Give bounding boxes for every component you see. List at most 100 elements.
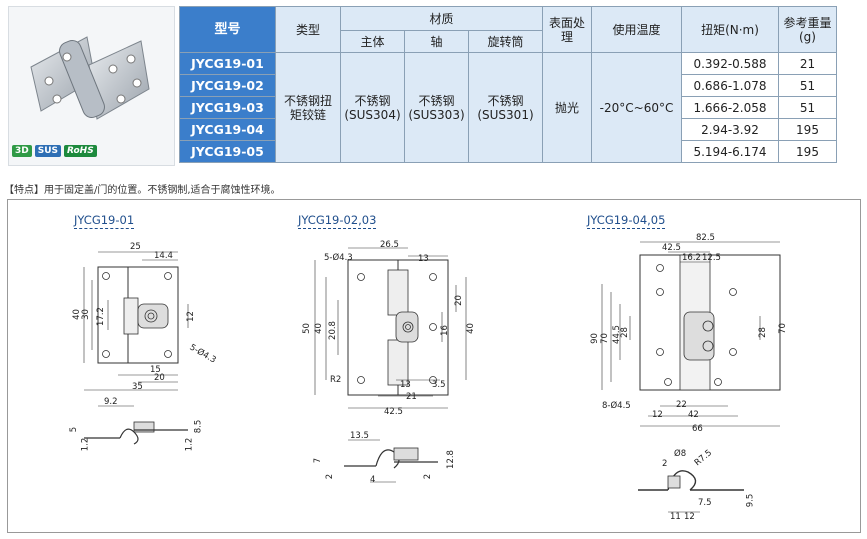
dim-label: 11 (670, 512, 681, 522)
dim-label: 40 (313, 323, 324, 334)
header-surface: 表面处理 (542, 6, 592, 53)
badge-sus: SUS (34, 145, 62, 157)
type-value: 不锈钢扭矩铰链 (275, 52, 341, 163)
dim-label: 21 (406, 392, 417, 402)
row-weight: 195 (778, 118, 837, 141)
dim-label: 90 (589, 333, 600, 344)
dim-label: 26.5 (380, 240, 399, 250)
temp-value: -20°C~60°C (591, 52, 682, 163)
dim-label: 20 (154, 373, 165, 383)
dim-label: R2 (330, 375, 342, 385)
dim-label: 16 (439, 325, 450, 336)
dim-label: 12.5 (702, 253, 721, 263)
dim-label: 70 (599, 333, 610, 344)
dim-label: 8-Ø4.5 (602, 401, 631, 411)
dim-label: 20 (453, 295, 464, 306)
row-torque: 5.194-6.174 (681, 140, 779, 163)
dim-label: 3.5 (432, 380, 446, 390)
row-torque: 0.392-0.588 (681, 52, 779, 75)
dim-label: 42.5 (384, 407, 403, 417)
dim-label: 82.5 (696, 233, 715, 243)
dim-label: 35 (132, 382, 143, 392)
dim-label: 9.2 (104, 397, 118, 407)
dim-label: 16.2 (682, 253, 701, 263)
header-sleeve: 旋转筒 (468, 30, 543, 53)
dim-label: 4 (370, 475, 376, 485)
drawing-3-front-view (601, 241, 781, 427)
badge-3d: 3D (12, 145, 32, 157)
header-torque: 扭矩(N·m) (681, 6, 779, 53)
dim-label: 9.5 (745, 493, 756, 508)
certification-badges: 3D SUS RoHS (12, 145, 97, 157)
header-body: 主体 (340, 30, 405, 53)
dim-label: 70 (777, 323, 788, 334)
shaft-value: 不锈钢(SUS303) (404, 52, 469, 163)
dim-label: 22 (676, 400, 687, 410)
header-model: 型号 (179, 6, 276, 53)
drawings-svg (83, 241, 781, 513)
drawing-3-side-view (638, 470, 744, 513)
header-material: 材质 (340, 6, 543, 31)
dim-label: 13 (400, 380, 411, 390)
dim-label: 15 (150, 365, 161, 375)
drawing-label-3: JYCG19-04,05 (587, 213, 666, 229)
dim-label: 42 (688, 410, 699, 420)
drawing-1-front-view (83, 251, 189, 391)
drawing-1-side-view (84, 405, 188, 445)
badge-rohs: RoHS (64, 145, 97, 157)
header-shaft: 轴 (404, 30, 469, 53)
technical-drawings-panel: JYCG19-01 JYCG19-02,03 JYCG19-04,05 25 1… (7, 199, 861, 533)
product-photo (8, 6, 175, 166)
header-type: 类型 (275, 6, 341, 53)
dim-label: 5 (69, 426, 80, 433)
row-weight: 21 (778, 52, 837, 75)
spec-table: 型号 类型 材质 表面处理 使用温度 扭矩(N·m) 参考重量(g) 主体 轴 … (179, 6, 837, 163)
dim-label: 50 (301, 323, 312, 334)
dim-label: 12 (185, 311, 196, 322)
dim-label: 7.5 (698, 498, 712, 508)
header-temp: 使用温度 (591, 6, 682, 53)
dim-label: 30 (80, 309, 91, 320)
row-model: JYCG19-05 (179, 140, 276, 163)
dim-label: Ø8 (674, 449, 687, 459)
feature-text: 【特点】用于固定盖/门的位置。不锈钢制,适合于腐蚀性环境。 (4, 185, 281, 196)
dim-label: 2 (423, 473, 434, 480)
dim-label: 13 (418, 254, 429, 264)
dim-label: 8.5 (193, 419, 204, 434)
row-torque: 0.686-1.078 (681, 74, 779, 97)
dim-label: 2 (662, 459, 668, 469)
row-model: JYCG19-01 (179, 52, 276, 75)
dim-label: 28 (619, 327, 630, 338)
row-weight: 195 (778, 140, 837, 163)
surface-value: 抛光 (542, 52, 592, 163)
dim-label: 28 (757, 327, 768, 338)
dim-label: 40 (465, 323, 476, 334)
dim-label: 7 (313, 457, 324, 464)
dim-label: 20.8 (327, 321, 338, 340)
row-model: JYCG19-04 (179, 118, 276, 141)
sleeve-value: 不锈钢(SUS301) (468, 52, 543, 163)
dim-label: 14.4 (154, 251, 173, 261)
dim-label: 12 (652, 410, 663, 420)
drawing-label-2: JYCG19-02,03 (298, 213, 377, 229)
dim-label: 12.8 (445, 450, 456, 469)
row-weight: 51 (778, 74, 837, 97)
row-weight: 51 (778, 96, 837, 119)
header-weight: 参考重量(g) (778, 6, 837, 53)
dim-label: 25 (130, 242, 141, 252)
hinge-photo-illustration (30, 36, 150, 120)
dim-label: 5-Ø4.3 (324, 253, 353, 263)
dim-label: 42.5 (662, 243, 681, 253)
body-value: 不锈钢(SUS304) (340, 52, 405, 163)
dim-label: 12 (684, 512, 695, 522)
drawing-2-side-view (344, 439, 438, 483)
dim-label: 1.2 (80, 437, 91, 452)
dim-label: 17.2 (95, 307, 106, 326)
drawing-2-front-view (314, 247, 467, 409)
dim-label: 2 (325, 473, 336, 480)
drawing-label-1: JYCG19-01 (74, 213, 135, 229)
row-torque: 1.666-2.058 (681, 96, 779, 119)
dim-label: 1.2 (184, 437, 195, 452)
dim-label: 66 (692, 424, 703, 434)
dim-label: 13.5 (350, 431, 369, 441)
